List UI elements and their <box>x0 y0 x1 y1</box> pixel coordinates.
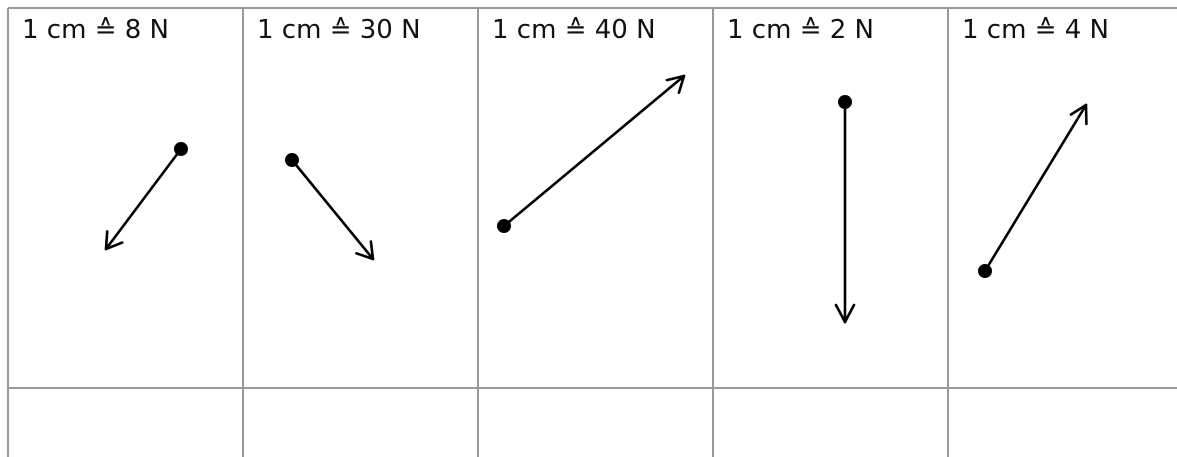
force-vector-1 <box>104 142 188 251</box>
arrowhead-icon <box>1069 103 1088 126</box>
force-vector-4 <box>834 95 856 324</box>
vector-start-dot <box>978 264 992 278</box>
force-vector-5 <box>978 103 1088 278</box>
vector-start-dot <box>174 142 188 156</box>
arrowhead-icon <box>104 230 124 251</box>
vector-shaft <box>502 74 686 228</box>
scale-label-col-5: 1 cm ≙ 4 N <box>962 15 1109 45</box>
scale-label-col-3: 1 cm ≙ 40 N <box>492 15 656 45</box>
scale-label-col-1: 1 cm ≙ 8 N <box>22 15 169 45</box>
arrowhead-icon <box>834 303 856 324</box>
arrowhead-icon <box>665 74 686 94</box>
scale-label-col-4: 1 cm ≙ 2 N <box>727 15 874 45</box>
vector-start-dot <box>497 219 511 233</box>
vector-shaft <box>104 147 183 251</box>
force-vector-3 <box>497 74 686 233</box>
vector-start-dot <box>838 95 852 109</box>
arrowhead-icon <box>355 240 375 261</box>
vector-start-dot <box>285 153 299 167</box>
vector-shaft <box>983 103 1088 273</box>
scale-label-col-2: 1 cm ≙ 30 N <box>257 15 421 45</box>
scale-labels: 1 cm ≙ 8 N 1 cm ≙ 30 N 1 cm ≙ 40 N 1 cm … <box>22 15 1109 45</box>
table-grid <box>7 7 1177 457</box>
vector-shaft <box>290 158 375 261</box>
force-vector-2 <box>285 153 375 261</box>
